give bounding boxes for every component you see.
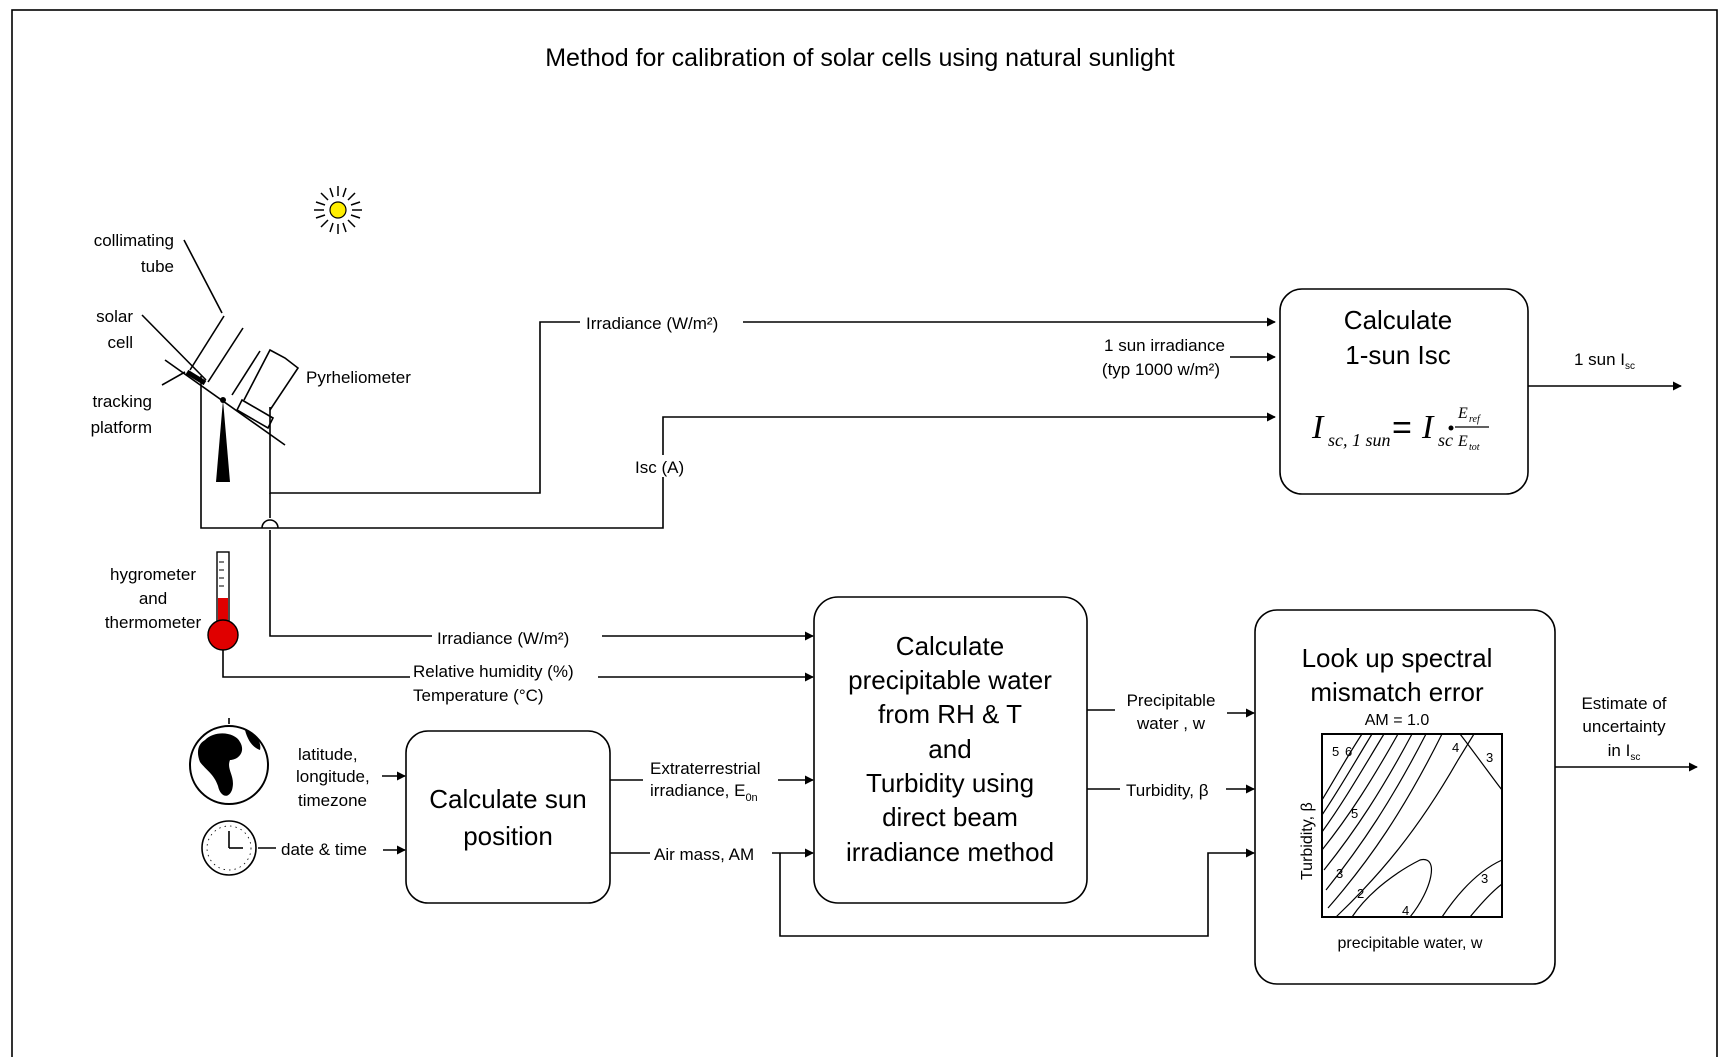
svg-text:Calculate: Calculate — [896, 631, 1004, 661]
svg-text:from RH & T: from RH & T — [878, 699, 1022, 729]
svg-text:irradiance, E0n: irradiance, E0n — [650, 781, 758, 804]
pyrheliometer-label: Pyrheliometer — [306, 368, 411, 387]
svg-text:E: E — [1457, 405, 1468, 422]
svg-text:latitude,: latitude, — [298, 745, 358, 764]
svg-text:collimating: collimating — [94, 231, 174, 250]
one-sun-isc-output: 1 sun Isc — [1574, 350, 1635, 372]
sun-icon — [314, 186, 362, 234]
svg-text:and: and — [928, 734, 971, 764]
svg-text:longitude,: longitude, — [296, 767, 370, 786]
svg-text:tot: tot — [1469, 442, 1480, 453]
svg-text:(typ 1000 w/m²): (typ 1000 w/m²) — [1102, 360, 1220, 379]
diagram-title: Method for calibration of solar cells us… — [545, 44, 1175, 72]
inset-ylabel: Turbidity, β — [1299, 802, 1316, 880]
svg-text:3: 3 — [1336, 866, 1343, 881]
precip-label: Precipitable water , w — [1127, 691, 1216, 733]
rh-label: Relative humidity (%) — [413, 662, 574, 681]
svg-text:Estimate of: Estimate of — [1581, 694, 1666, 713]
thermometer-icon — [207, 551, 239, 651]
svg-text:2: 2 — [1357, 886, 1364, 901]
estimate-label: Estimate of uncertainty in Isc — [1581, 694, 1666, 763]
extraterrestrial-label: Extraterrestrial irradiance, E0n — [650, 759, 761, 804]
turbidity-label: Turbidity, β — [1126, 781, 1209, 800]
svg-text:I: I — [1311, 409, 1325, 446]
calc-sun-position-box — [405, 730, 611, 904]
svg-text:3: 3 — [1481, 871, 1488, 886]
pivot-dot — [220, 397, 226, 403]
svg-text:sc: sc — [1438, 430, 1453, 450]
tracking-platform-label: tracking platform — [91, 392, 152, 437]
latlon-label: latitude, longitude, timezone — [296, 745, 370, 810]
airmass-label: Air mass, AM — [654, 845, 754, 864]
svg-text:Precipitable: Precipitable — [1127, 691, 1216, 710]
svg-text:4: 4 — [1402, 903, 1409, 918]
svg-text:direct beam: direct beam — [882, 802, 1018, 832]
datetime-label: date & time — [281, 840, 367, 859]
inset-xlabel: precipitable water, w — [1338, 935, 1483, 952]
svg-text:6: 6 — [1345, 744, 1352, 759]
svg-text:I: I — [1421, 409, 1435, 446]
svg-text:thermometer: thermometer — [105, 613, 202, 632]
collimating-tube-label: collimating tube — [94, 231, 174, 276]
calc-isc-line2: 1-sun Isc — [1345, 340, 1451, 370]
svg-text:tracking: tracking — [92, 392, 152, 411]
lookup-line2: mismatch error — [1310, 677, 1484, 707]
tracker-post — [216, 400, 230, 482]
svg-text:cell: cell — [107, 333, 133, 352]
am-label: AM = 1.0 — [1365, 712, 1430, 729]
svg-text:ref: ref — [1469, 414, 1481, 425]
isc-label: Isc (A) — [635, 458, 684, 477]
airmass-to-lookup-line — [779, 848, 1255, 937]
svg-text:3: 3 — [1486, 750, 1493, 765]
svg-text:Extraterrestrial: Extraterrestrial — [650, 759, 761, 778]
irradiance-mid-label: Irradiance (W/m²) — [437, 629, 569, 648]
calc-water-text: Calculate precipitable water from RH & T… — [846, 631, 1054, 867]
one-sun-irradiance-label: 1 sun irradiance (typ 1000 w/m²) — [1102, 336, 1225, 379]
svg-text:5: 5 — [1351, 806, 1358, 821]
svg-text:E: E — [1457, 433, 1468, 450]
svg-text:Turbidity using: Turbidity using — [866, 768, 1034, 798]
svg-text:timezone: timezone — [298, 791, 367, 810]
svg-text:tube: tube — [141, 257, 174, 276]
temp-label: Temperature (°C) — [413, 686, 544, 705]
tracker-apparatus — [141, 239, 1276, 641]
svg-text:uncertainty: uncertainty — [1582, 717, 1666, 736]
calc-water-box — [813, 596, 1088, 904]
svg-text:hygrometer: hygrometer — [110, 565, 196, 584]
isc-formula: I sc, 1 sun = I sc E ref E tot — [1311, 405, 1489, 453]
calc-isc-box — [1279, 288, 1529, 495]
svg-text:solar: solar — [96, 307, 133, 326]
svg-text:irradiance method: irradiance method — [846, 837, 1054, 867]
lookup-line1: Look up spectral — [1302, 643, 1493, 673]
svg-text:sc, 1 sun: sc, 1 sun — [1328, 430, 1391, 450]
contour-plot: 5 6 4 3 5 3 3 2 4 — [1321, 733, 1503, 918]
svg-text:4: 4 — [1452, 740, 1459, 755]
svg-text:=: = — [1392, 409, 1412, 447]
clock-icon — [201, 820, 257, 876]
calc-sun-line2: position — [463, 821, 553, 851]
svg-text:platform: platform — [91, 418, 152, 437]
svg-text:1 sun irradiance: 1 sun irradiance — [1104, 336, 1225, 355]
svg-text:in Isc: in Isc — [1608, 741, 1641, 763]
calc-isc-line1: Calculate — [1344, 305, 1452, 335]
solar-cell-label: solar cell — [96, 307, 133, 352]
hygrometer-label: hygrometer and thermometer — [105, 565, 202, 632]
svg-text:precipitable water: precipitable water — [848, 665, 1052, 695]
irradiance-top-label: Irradiance (W/m²) — [586, 314, 718, 333]
rh-line — [222, 650, 814, 682]
globe-icon — [189, 718, 269, 805]
calc-sun-line1: Calculate sun — [429, 784, 587, 814]
svg-text:5: 5 — [1332, 744, 1339, 759]
page-frame — [11, 9, 1718, 1057]
svg-text:water , w: water , w — [1136, 714, 1206, 733]
svg-text:and: and — [139, 589, 167, 608]
